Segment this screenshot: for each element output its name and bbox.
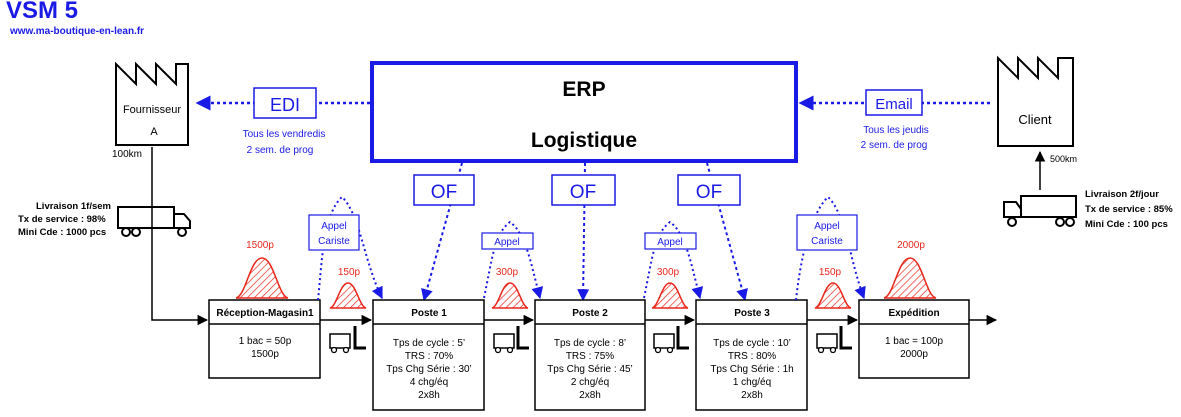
stock-icon-4: 300p xyxy=(651,267,689,309)
stock-icon-6: 2000p xyxy=(883,240,937,299)
svg-text:2000p: 2000p xyxy=(900,349,928,360)
client-distance: 500km xyxy=(1050,154,1077,164)
erp-box: ERP Logistique xyxy=(370,61,798,163)
process-reception-magasin1: Réception-Magasin1 1 bac = 50p 1500p xyxy=(208,299,321,379)
svg-text:Tps Chg Série : 45’: Tps Chg Série : 45’ xyxy=(547,364,633,375)
page-title: VSM 5 xyxy=(6,0,79,24)
svg-text:Tps Chg Série : 1h: Tps Chg Série : 1h xyxy=(710,364,793,375)
svg-text:2 chg/éq: 2 chg/éq xyxy=(571,377,609,388)
supplier-factory-icon: Fournisseur A xyxy=(115,61,189,146)
svg-text:300p: 300p xyxy=(496,267,519,278)
of-label-1: OF xyxy=(431,182,457,203)
svg-text:Poste 3: Poste 3 xyxy=(734,308,770,319)
signal-appel-2: Appel xyxy=(643,220,704,300)
svg-text:Appel: Appel xyxy=(657,237,683,248)
email-label: Email xyxy=(875,96,913,113)
signal-appel-cariste-1: Appel Cariste xyxy=(308,195,383,301)
process-poste-1: Poste 1 Tps de cycle : 5’ TRS : 70% Tps … xyxy=(372,299,485,411)
of-order-2: OF xyxy=(551,162,616,302)
svg-text:150p: 150p xyxy=(819,267,842,278)
forklift-icon-3 xyxy=(653,326,689,354)
of-label-2: OF xyxy=(570,182,596,203)
svg-text:1 bac = 100p: 1 bac = 100p xyxy=(885,336,944,347)
svg-text:1 bac = 50p: 1 bac = 50p xyxy=(239,336,292,347)
client-name: Client xyxy=(1018,112,1052,127)
email-frequency: Tous les jeudis xyxy=(863,125,929,136)
client-factory-icon: Client xyxy=(997,55,1074,147)
svg-text:Livraison 1f/sem: Livraison 1f/sem xyxy=(36,201,111,212)
svg-text:Cariste: Cariste xyxy=(318,236,350,247)
svg-text:2x8h: 2x8h xyxy=(418,390,440,401)
svg-text:2000p: 2000p xyxy=(897,240,925,251)
svg-text:TRS : 80%: TRS : 80% xyxy=(728,351,776,362)
svg-text:Tps Chg Série : 30’: Tps Chg Série : 30’ xyxy=(386,364,472,375)
svg-text:Appel: Appel xyxy=(321,221,347,232)
svg-text:Appel: Appel xyxy=(494,237,520,248)
supplier-name-line2: A xyxy=(150,126,158,138)
client-truck-icon xyxy=(1003,195,1077,227)
forklift-icon-2 xyxy=(493,326,529,354)
email-horizon: 2 sem. de prog xyxy=(861,140,928,151)
edi-label: EDI xyxy=(270,95,300,115)
svg-text:Tx de service : 98%: Tx de service : 98% xyxy=(18,214,106,225)
svg-text:4 chg/éq: 4 chg/éq xyxy=(410,377,448,388)
supplier-distance: 100km xyxy=(112,149,142,160)
website-url[interactable]: www.ma-boutique-en-lean.fr xyxy=(10,26,145,37)
svg-text:Tps de cycle : 5’: Tps de cycle : 5’ xyxy=(393,338,465,349)
of-order-3: OF xyxy=(677,162,748,302)
forklift-icon-4 xyxy=(816,326,852,354)
svg-text:Mini Cde : 1000 pcs: Mini Cde : 1000 pcs xyxy=(18,227,106,238)
client-delivery-info: Livraison 2f/jour Tx de service : 85% Mi… xyxy=(1085,189,1173,230)
edi-frequency: Tous les vendredis xyxy=(243,129,326,140)
svg-text:Poste 2: Poste 2 xyxy=(572,308,608,319)
edi-box xyxy=(253,87,317,119)
svg-text:2x8h: 2x8h xyxy=(741,390,763,401)
svg-text:Livraison 2f/jour: Livraison 2f/jour xyxy=(1085,189,1159,200)
supplier-delivery-info: Livraison 1f/sem Tx de service : 98% Min… xyxy=(18,201,111,238)
svg-text:Tps de cycle : 10’: Tps de cycle : 10’ xyxy=(713,338,791,349)
svg-text:Expédition: Expédition xyxy=(888,308,939,319)
stock-icon-1: 1500p xyxy=(235,240,289,299)
svg-text:150p: 150p xyxy=(338,267,361,278)
of-order-1: OF xyxy=(413,162,475,302)
svg-text:Poste 1: Poste 1 xyxy=(411,308,447,319)
email-box xyxy=(865,89,923,116)
erp-subtitle: Logistique xyxy=(531,129,637,152)
of-label-3: OF xyxy=(696,182,722,203)
process-expedition: Expédition 1 bac = 100p 2000p xyxy=(858,299,970,379)
svg-text:1500p: 1500p xyxy=(246,240,274,251)
erp-title: ERP xyxy=(562,78,605,101)
supplier-truck-icon xyxy=(117,206,191,237)
svg-text:1 chg/éq: 1 chg/éq xyxy=(733,377,771,388)
stock-icon-2: 150p xyxy=(329,267,367,309)
stock-icon-3: 300p xyxy=(491,267,529,309)
process-poste-3: Poste 3 Tps de cycle : 10’ TRS : 80% Tps… xyxy=(695,299,808,411)
svg-text:1500p: 1500p xyxy=(251,349,279,360)
process-poste-2: Poste 2 Tps de cycle : 8’ TRS : 75% Tps … xyxy=(534,299,646,411)
svg-text:Cariste: Cariste xyxy=(811,236,843,247)
edi-horizon: 2 sem. de prog xyxy=(247,145,314,156)
svg-text:2x8h: 2x8h xyxy=(579,390,601,401)
svg-text:Appel: Appel xyxy=(814,221,840,232)
supplier-flow-arrow xyxy=(151,147,209,326)
svg-text:Tps de cycle : 8’: Tps de cycle : 8’ xyxy=(554,338,626,349)
svg-text:Tx de service : 85%: Tx de service : 85% xyxy=(1085,204,1173,215)
svg-text:TRS : 70%: TRS : 70% xyxy=(405,351,453,362)
svg-text:300p: 300p xyxy=(657,267,680,278)
forklift-icon-1 xyxy=(329,326,366,354)
stock-icon-5: 150p xyxy=(814,267,852,309)
signal-appel-1: Appel xyxy=(481,220,544,300)
svg-text:Réception-Magasin1: Réception-Magasin1 xyxy=(216,308,314,319)
signal-appel-cariste-2: Appel Cariste xyxy=(795,195,866,301)
svg-text:Mini Cde : 100 pcs: Mini Cde : 100 pcs xyxy=(1085,219,1168,230)
supplier-name: Fournisseur xyxy=(123,104,181,116)
svg-text:TRS : 75%: TRS : 75% xyxy=(566,351,614,362)
